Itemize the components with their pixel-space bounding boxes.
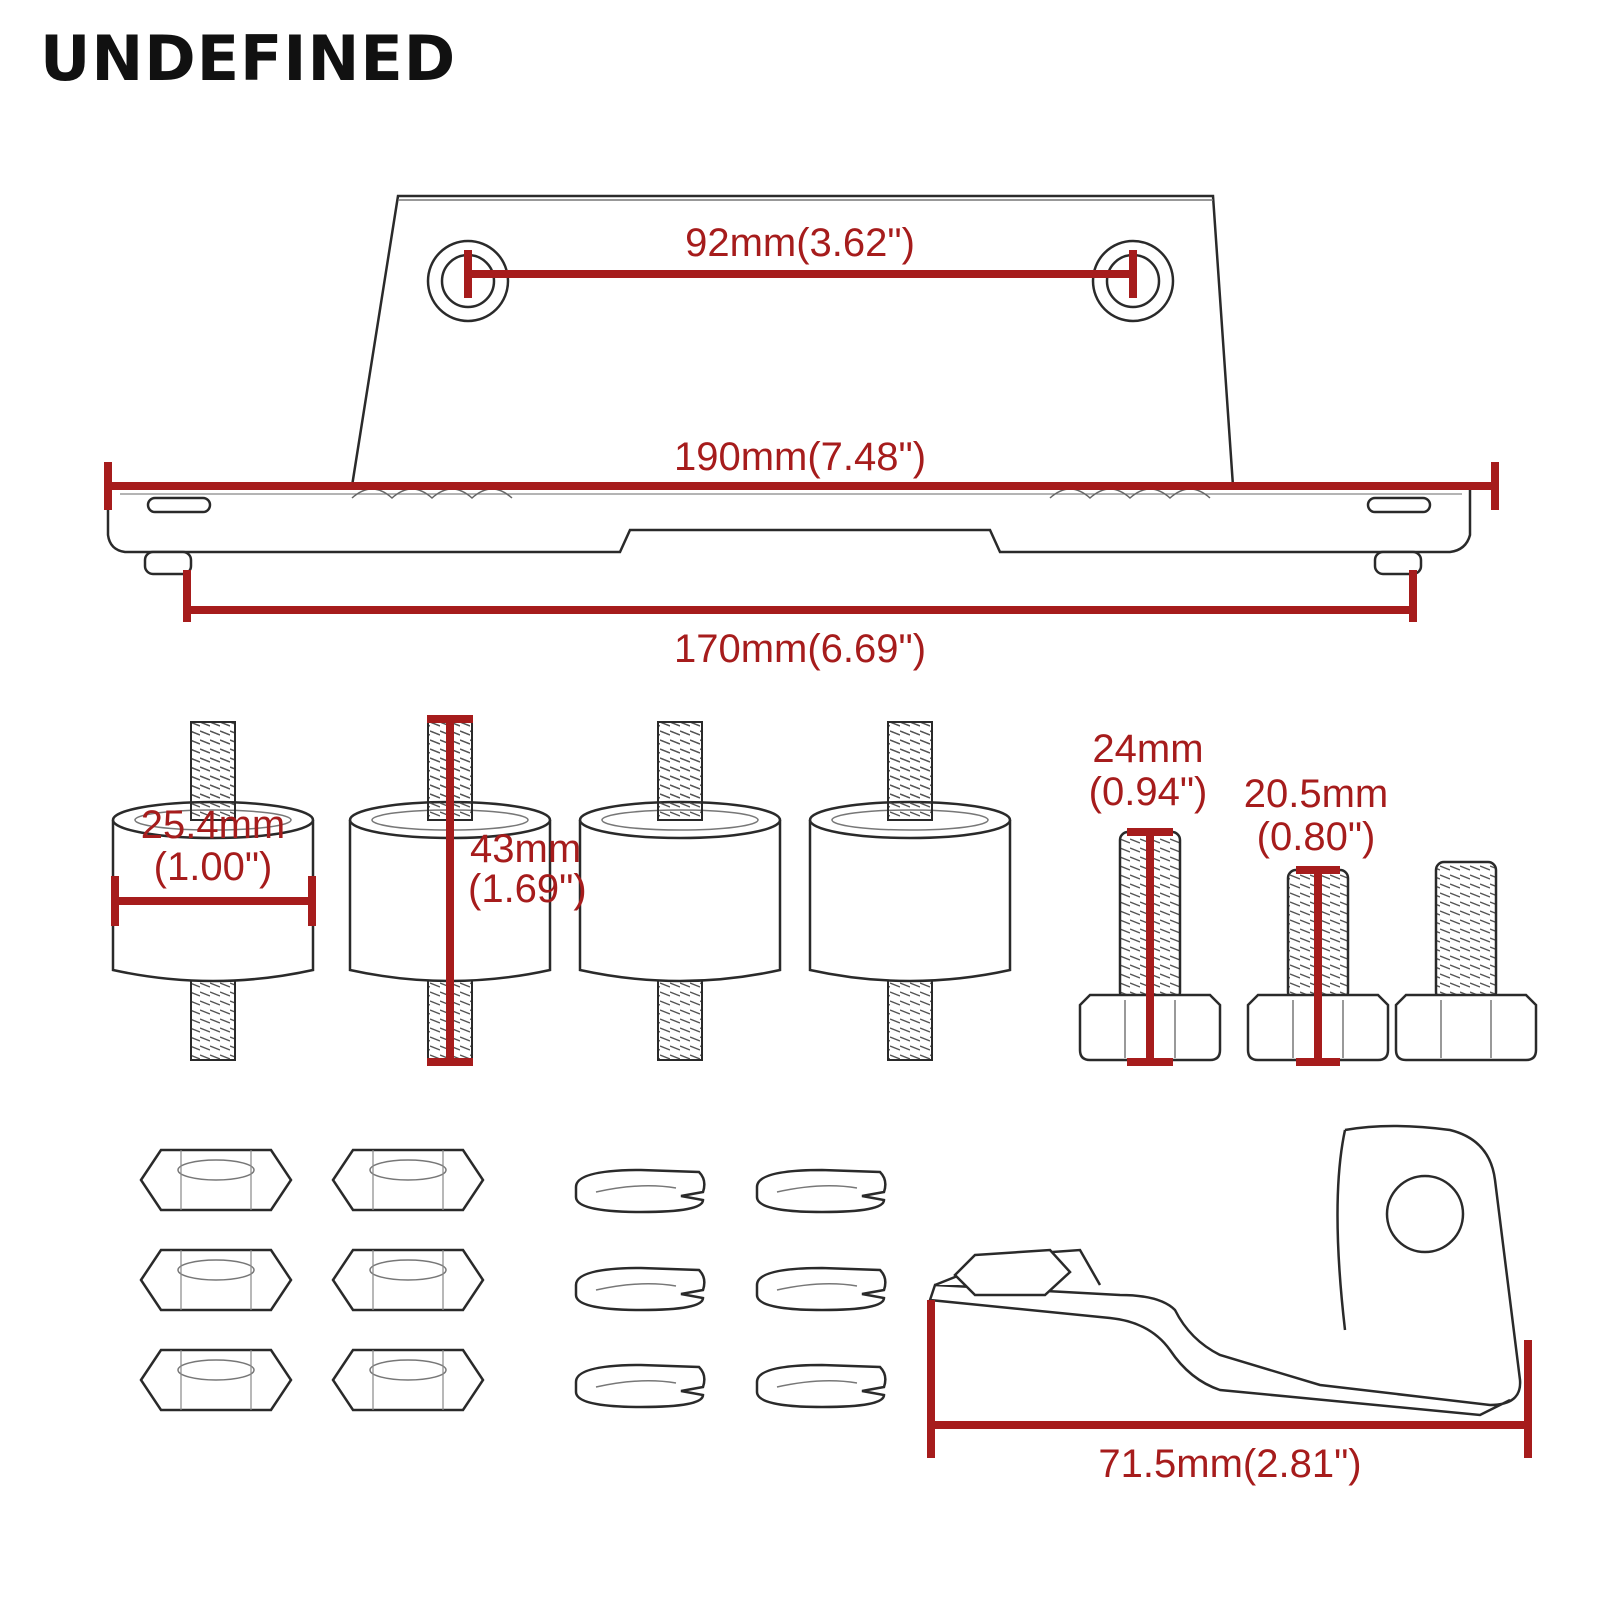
- hex-nut: [331, 1348, 485, 1412]
- bracket-stud-left: [143, 550, 193, 576]
- dim-bolt-short-in: (0.80"): [1257, 815, 1376, 859]
- dim-stud-spacing: [183, 570, 1417, 622]
- brand-title: UNDEFINED: [40, 22, 457, 95]
- hex-nut: [331, 1148, 485, 1212]
- bracket-slot-left: [146, 496, 212, 514]
- lock-washers-group: [574, 1168, 887, 1409]
- lock-washer: [755, 1168, 887, 1214]
- dim-mount-diameter-in: (1.00"): [154, 845, 273, 889]
- hex-bolt: [1394, 860, 1538, 1062]
- dim-hole-spacing: [464, 250, 1137, 298]
- rubber-mount: [111, 721, 315, 1061]
- dim-mount-height-mm: 43mm: [470, 827, 581, 871]
- lock-washer: [755, 1363, 887, 1409]
- dim-stud-spacing-label: 170mm(6.69"): [674, 627, 926, 671]
- dim-mount-diameter-mm: 25.4mm: [141, 803, 286, 847]
- rubber-mount: [808, 721, 1012, 1061]
- offset-tab-hole: [1385, 1174, 1465, 1254]
- offset-tab: [928, 1124, 1522, 1417]
- rubber-mounts-group: [111, 721, 1012, 1061]
- dim-hole-spacing-label: 92mm(3.62"): [685, 221, 915, 265]
- weld-right: [1049, 488, 1211, 500]
- lock-washer: [755, 1266, 887, 1312]
- dim-overall-length-label: 190mm(7.48"): [674, 435, 926, 479]
- dim-tab-length-label: 71.5mm(2.81"): [1098, 1442, 1361, 1486]
- dim-tab-length: [927, 1300, 1532, 1458]
- dim-bolt-long-mm: 24mm: [1092, 727, 1203, 771]
- dim-overall-length: [104, 462, 1499, 510]
- dim-mount-height-in: (1.69"): [468, 867, 587, 911]
- hex-nut: [139, 1248, 293, 1312]
- dim-bolt-long-in: (0.94"): [1089, 770, 1208, 814]
- hex-nut: [139, 1148, 293, 1212]
- lock-washer: [574, 1363, 706, 1409]
- dim-bolt-short-mm: 20.5mm: [1244, 772, 1389, 816]
- hex-nut: [331, 1248, 485, 1312]
- dim-bolt-long: [1127, 828, 1173, 1066]
- dim-mount-height: [427, 715, 473, 1066]
- hex-nuts-group: [139, 1148, 485, 1412]
- offset-tab-nut: [953, 1248, 1072, 1297]
- lock-washer: [574, 1168, 706, 1214]
- weld-left: [351, 488, 513, 500]
- hex-nut: [139, 1348, 293, 1412]
- dim-mount-diameter: [111, 876, 316, 926]
- bracket-stud-right: [1373, 550, 1423, 576]
- rubber-mount: [578, 721, 782, 1061]
- lock-washer: [574, 1266, 706, 1312]
- dim-bolt-short: [1296, 866, 1340, 1066]
- bracket-base-bar: [106, 486, 1472, 554]
- bracket-slot-right: [1366, 496, 1432, 514]
